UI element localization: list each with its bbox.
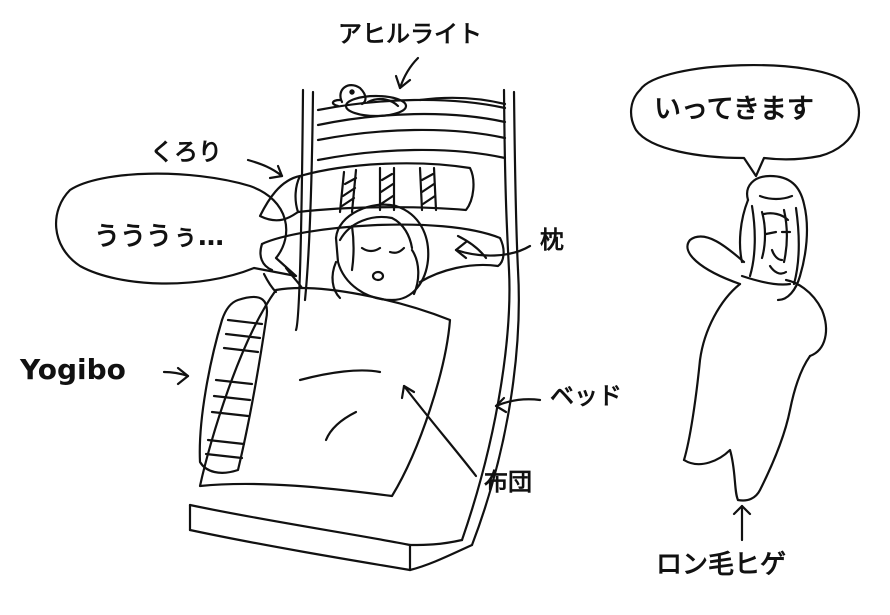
- arrow-futon: [402, 386, 476, 476]
- label-futon: 布団: [484, 468, 532, 496]
- label-yogibo: Yogibo: [20, 353, 126, 386]
- label-bed: ベッド: [550, 382, 622, 410]
- arrow-yogibo: [164, 368, 188, 384]
- bed-frame: [190, 90, 519, 570]
- yogibo-drawing: [200, 297, 267, 473]
- kurori-drawing: [260, 163, 473, 220]
- label-kurori: くろり: [150, 138, 222, 166]
- label-ahiru-light: アヒルライト: [338, 20, 482, 48]
- label-ronge-hige: ロン毛ヒゲ: [656, 550, 787, 580]
- arrow-ahiru-light: [396, 58, 418, 88]
- arrow-bed: [496, 398, 540, 412]
- label-makura: 枕: [540, 226, 564, 254]
- sleeping-person-drawing: [333, 205, 429, 300]
- speech-bubble-ittekimasu: [631, 65, 859, 176]
- arrow-ronge-hige: [734, 506, 750, 540]
- speech-bubble-moan: [56, 174, 296, 284]
- long-hair-man-drawing: [684, 176, 826, 501]
- label-ittekimasu: いってきます: [654, 94, 814, 125]
- futon-drawing: [200, 288, 450, 496]
- arrow-kurori: [248, 160, 282, 178]
- arrow-makura: [456, 242, 530, 258]
- label-moan: うううぅ…: [94, 222, 225, 252]
- duck-light-drawing: [333, 85, 406, 116]
